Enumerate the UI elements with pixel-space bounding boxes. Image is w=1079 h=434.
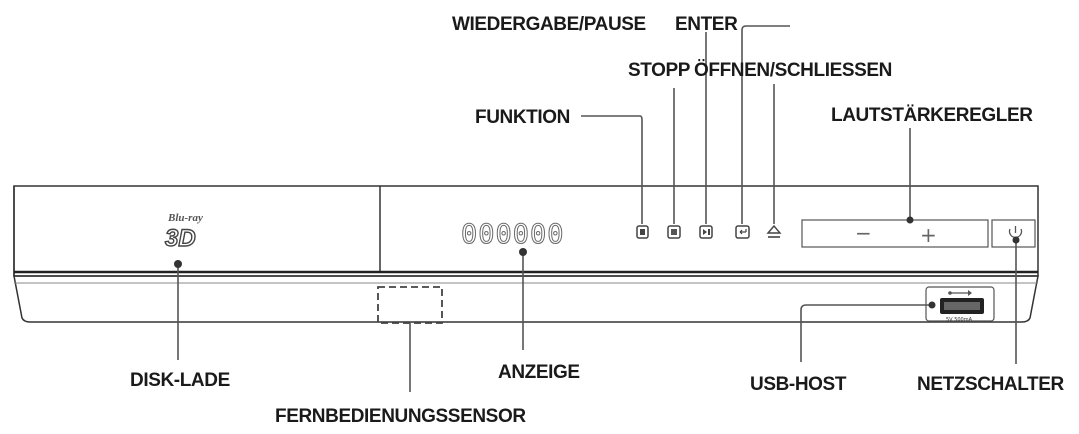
label-display: ANZEIGE (498, 362, 580, 383)
usb-symbol-icon (948, 290, 972, 296)
stop-button-icon (671, 229, 677, 235)
enter-button-icon (739, 229, 747, 235)
bluray-3d-logo: Blu-ray 3D (164, 212, 203, 253)
enter-button[interactable] (735, 225, 750, 239)
label-play-pause: WIEDERGABE/PAUSE (452, 14, 646, 35)
logo-3d-text: 3D (165, 225, 196, 252)
logo-bluray-text: Blu-ray (167, 212, 203, 224)
volume-minus-button[interactable]: − (855, 221, 872, 245)
stop-button[interactable] (667, 225, 681, 239)
label-disc-tray: DISK-LADE (130, 370, 230, 391)
usb-port[interactable]: 5V 500mA (925, 286, 995, 323)
eject-button[interactable] (766, 224, 782, 238)
label-usb-host: USB-HOST (750, 374, 847, 395)
remote-sensor-window (377, 286, 443, 324)
play-pause-button-icon (703, 229, 710, 235)
leader-lines (174, 25, 1020, 392)
label-remote-sensor: FERNBEDIENUNGSSENSOR (275, 406, 526, 427)
label-volume: LAUTSTÄRKEREGLER (831, 105, 1033, 126)
label-power: NETZSCHALTER (917, 374, 1065, 395)
player-body (13, 185, 1039, 323)
display-digits: 000000 (461, 219, 565, 250)
usb-rating: 5V 500mA (946, 317, 973, 323)
function-button[interactable] (636, 225, 649, 239)
eject-button-icon (766, 224, 782, 234)
volume-plus-button[interactable]: + (920, 223, 937, 247)
power-button-icon (1008, 226, 1023, 239)
play-pause-button[interactable] (699, 225, 713, 239)
callout-labels: WIEDERGABE/PAUSE ENTER STOPP ÖFFNEN/SCHL… (130, 14, 1065, 427)
power-button[interactable] (991, 219, 1036, 248)
label-stop: STOPP (628, 60, 691, 81)
function-button-icon (640, 229, 645, 235)
label-function: FUNKTION (475, 107, 570, 128)
volume-control[interactable]: − + (801, 219, 989, 248)
label-enter: ENTER (675, 14, 738, 35)
label-open-close: ÖFFNEN/SCHLIESSEN (694, 60, 892, 81)
